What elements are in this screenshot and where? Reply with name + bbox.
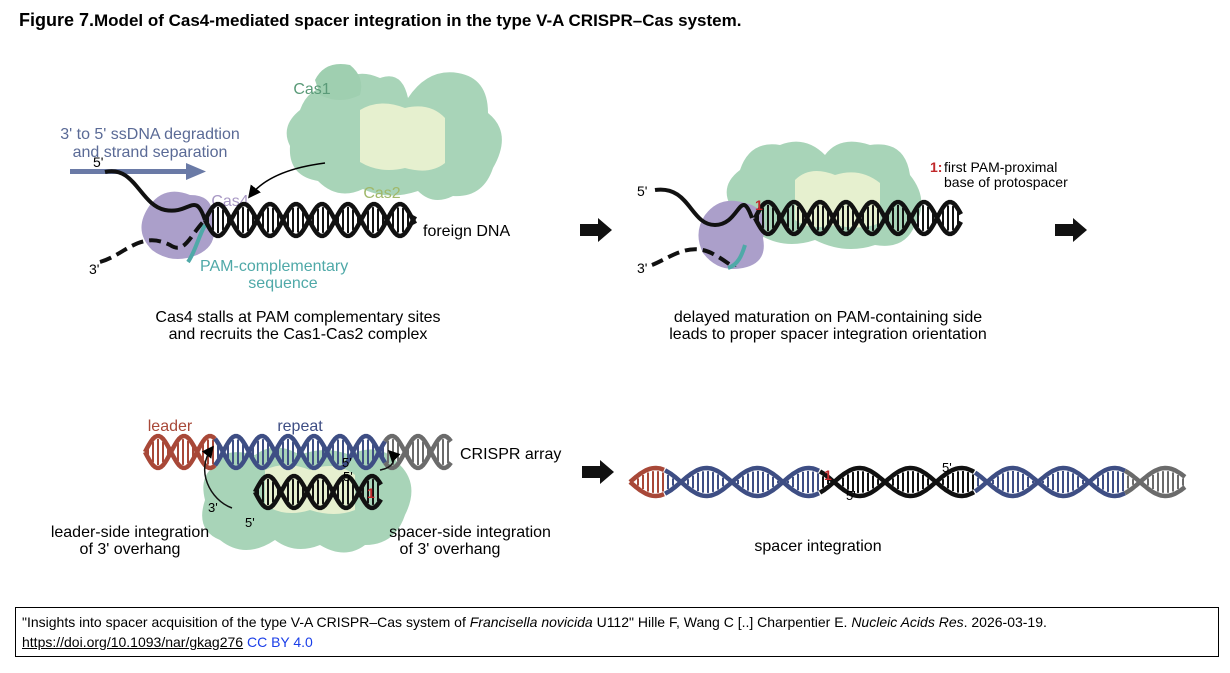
spacer-caption-1: spacer-side integration (389, 524, 551, 541)
citation-text-start: "Insights into spacer acquisition of the… (22, 614, 470, 630)
cas1-label: Cas1 (293, 81, 330, 98)
crispr-array-helix[interactable] (143, 433, 453, 471)
leader-caption-2: of 3' overhang (80, 541, 181, 558)
five-prime-label-top: 5' (942, 460, 952, 475)
first-base-marker: 1 (367, 485, 375, 501)
dna-strand (213, 433, 387, 471)
dna-strand (143, 433, 217, 471)
three-prime-label: 3' (89, 261, 99, 277)
figure-label: Figure 7. (19, 10, 95, 30)
crispr-array-label: CRISPR array (460, 446, 561, 463)
cas4-protein (698, 200, 765, 269)
spacer-caption-2: of 3' overhang (400, 541, 501, 558)
degradation-arrow (70, 163, 206, 180)
panel2-caption-1: delayed maturation on PAM-containing sid… (674, 309, 982, 326)
leader-caption-1: leader-side integration (51, 524, 209, 541)
five-prime-strand (654, 187, 754, 228)
panel-2: 5' 3' 1 1: first PAM-proximal base of pr… (637, 141, 1068, 343)
dna-strand (628, 465, 665, 484)
five-prime-label-bottom: 5' (846, 488, 856, 503)
five-prime-label-right: 5' (343, 469, 353, 484)
five-prime-label-top: 5' (342, 455, 352, 470)
dna-strand (628, 480, 665, 499)
first-base-marker: 1 (824, 467, 832, 483)
figure-title-text: Model of Cas4-mediated spacer integratio… (94, 11, 742, 30)
dna-strand (973, 465, 1126, 499)
dna-strand (1123, 465, 1187, 496)
dna-strand (818, 465, 976, 499)
dna-strand (143, 433, 217, 471)
first-base-marker: 1 (755, 197, 763, 213)
license-link[interactable]: CC BY 4.0 (246, 634, 313, 650)
five-prime-label: 5' (637, 183, 647, 199)
citation-species: Francisella novicida (469, 614, 593, 630)
legend-text-1: first PAM-proximal (944, 159, 1057, 175)
dna-strand (1123, 468, 1187, 499)
pam-sequence (727, 244, 747, 270)
figure-title: Figure 7.Model of Cas4-mediated spacer i… (19, 10, 741, 31)
degradation-label-1: 3' to 5' ssDNA degradtion (60, 126, 240, 143)
three-prime-strand (99, 218, 207, 264)
integrated-array-helix (628, 465, 1187, 499)
legend-marker: 1: (930, 159, 942, 175)
five-prime-label: 5' (93, 154, 103, 170)
pam-label-2: sequence (248, 275, 317, 292)
step-arrow-1 (580, 218, 612, 242)
citation-box: "Insights into spacer acquisition of the… (15, 607, 1219, 657)
dna-strand (818, 465, 976, 499)
dna-strand (383, 433, 453, 471)
repeat-label: repeat (277, 418, 323, 435)
dna-strand (253, 473, 383, 511)
doi-link[interactable]: https://doi.org/10.1093/nar/gkag276 (22, 634, 244, 650)
spacer-side-arrow (379, 449, 401, 471)
five-prime-strand (104, 169, 207, 221)
dna-strand (663, 465, 820, 499)
dna-strand (973, 465, 1126, 499)
panel-1: 3' to 5' ssDNA degradtion and strand sep… (60, 64, 510, 343)
diagram: 3' to 5' ssDNA degradtion and strand sep… (51, 64, 1187, 558)
step-arrow-2 (1055, 218, 1087, 242)
pam-label-1: PAM-complementary (200, 258, 348, 275)
legend-text-2: base of protospacer (944, 174, 1068, 190)
cas1-cas2-complex (286, 64, 502, 200)
five-prime-label-left: 5' (245, 515, 255, 530)
protospacer-helix (753, 199, 963, 237)
leader-label: leader (148, 418, 193, 435)
leader-side-arrow (201, 445, 233, 509)
dna-strand (383, 433, 453, 471)
pam-sequence (186, 224, 207, 264)
panel-3: leader repeat CRISPR array 3' 5' 5' 5' 1… (51, 418, 562, 558)
cas2-label: Cas2 (363, 185, 400, 202)
three-prime-label: 3' (208, 500, 218, 515)
three-prime-label: 3' (637, 260, 647, 276)
step-arrow-3 (582, 460, 614, 484)
degradation-label-2: and strand separation (73, 144, 228, 161)
panel-4: 1 5' 5' spacer integration (628, 460, 1187, 555)
dna-strand (663, 465, 820, 499)
citation-date: . 2026-03-19. (963, 614, 1047, 630)
prespacer-helix (253, 473, 383, 511)
panel4-caption: spacer integration (754, 538, 881, 555)
citation-journal: Nucleic Acids Res (851, 614, 964, 630)
foreign-dna-label: foreign DNA (423, 223, 510, 240)
dna-strand (753, 199, 963, 237)
recruit-arrow (248, 162, 326, 199)
dna-strand (203, 201, 417, 239)
panel1-caption-1: Cas4 stalls at PAM complementary sites (155, 309, 440, 326)
panel1-caption-2: and recruits the Cas1-Cas2 complex (169, 326, 428, 343)
citation-authors: U112" Hille F, Wang C [..] Charpentier E… (592, 614, 852, 630)
foreign-dna-helix (203, 201, 417, 239)
panel2-caption-2: leads to proper spacer integration orien… (669, 326, 987, 343)
